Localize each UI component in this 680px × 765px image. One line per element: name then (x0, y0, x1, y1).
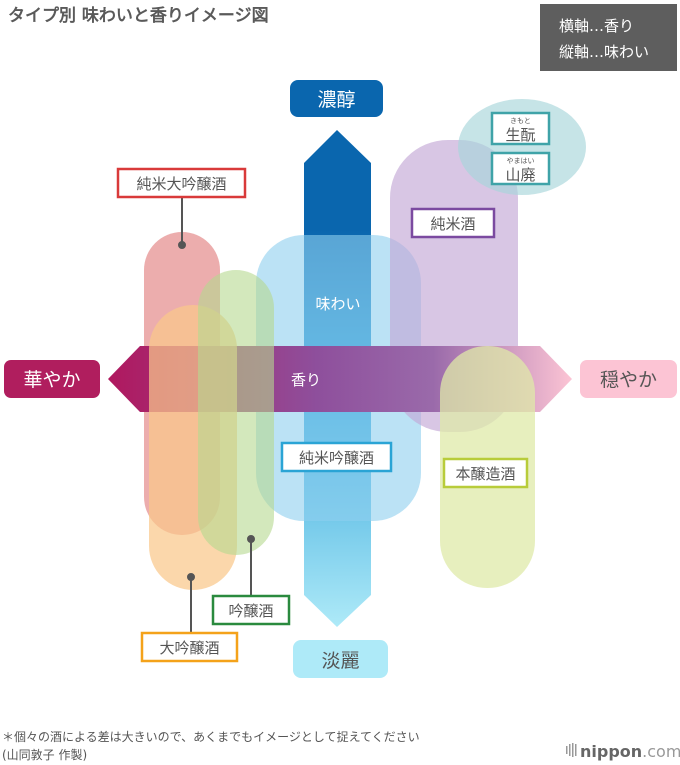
light-label: 淡麗 (321, 650, 359, 672)
svg-text:本醸造酒: 本醸造酒 (455, 465, 515, 483)
label-kimoto: きもと 生酛 (490, 111, 551, 146)
footer-note: ＊個々の酒による差は大きいので、あくまでもイメージとして捉えてください (2, 729, 420, 744)
fragrant-label: 華やか (23, 369, 80, 391)
nippon-logo: nippon.com (566, 742, 680, 761)
mild-badge (580, 360, 677, 398)
svg-text:吟醸酒: 吟醸酒 (228, 602, 273, 620)
legend-horizontal-axis: 横軸…香り (559, 17, 634, 35)
svg-text:nippon.com: nippon.com (580, 742, 680, 761)
legend-vertical-axis: 縦軸…味わい (559, 43, 649, 61)
label-honjozo: 本醸造酒 (442, 457, 529, 489)
rich-badge (290, 80, 383, 117)
label-junmai-daiginjo: 純米大吟醸酒 (116, 167, 247, 199)
rich-label: 濃醇 (317, 89, 355, 111)
svg-text:大吟醸酒: 大吟醸酒 (159, 639, 219, 657)
light-badge (293, 640, 388, 678)
leader-lines (178, 197, 255, 632)
svg-text:純米吟醸酒: 純米吟醸酒 (299, 449, 374, 467)
yamahai-ruby: やまはい (507, 157, 535, 165)
label-junmai-ginjo: 純米吟醸酒 (280, 441, 393, 473)
fragrant-badge (4, 360, 100, 398)
label-junmai: 純米酒 (410, 207, 496, 239)
diagram-title: タイプ別 味わいと香りイメージ図 (8, 5, 269, 26)
taste-axis-label: 味わい (315, 295, 360, 313)
label-ginjo: 吟醸酒 (211, 594, 291, 626)
svg-text:純米大吟醸酒: 純米大吟醸酒 (136, 175, 226, 193)
kimoto-ruby: きもと (510, 117, 531, 125)
svg-text:山廃: 山廃 (505, 166, 535, 184)
footer-credit: (山同敦子 作製) (2, 747, 87, 762)
ginjo-area (198, 270, 274, 555)
kimoto-yamahai-area (458, 99, 586, 195)
svg-text:純米酒: 純米酒 (430, 215, 475, 233)
label-daiginjo: 大吟醸酒 (140, 631, 239, 663)
mild-label: 穏やか (600, 369, 657, 391)
axis-legend: 横軸…香り 縦軸…味わい (540, 4, 677, 71)
svg-text:生酛: 生酛 (505, 126, 535, 144)
aroma-axis-label: 香り (291, 371, 321, 389)
label-yamahai: やまはい 山廃 (490, 151, 551, 186)
logo-bars-icon (566, 743, 577, 757)
